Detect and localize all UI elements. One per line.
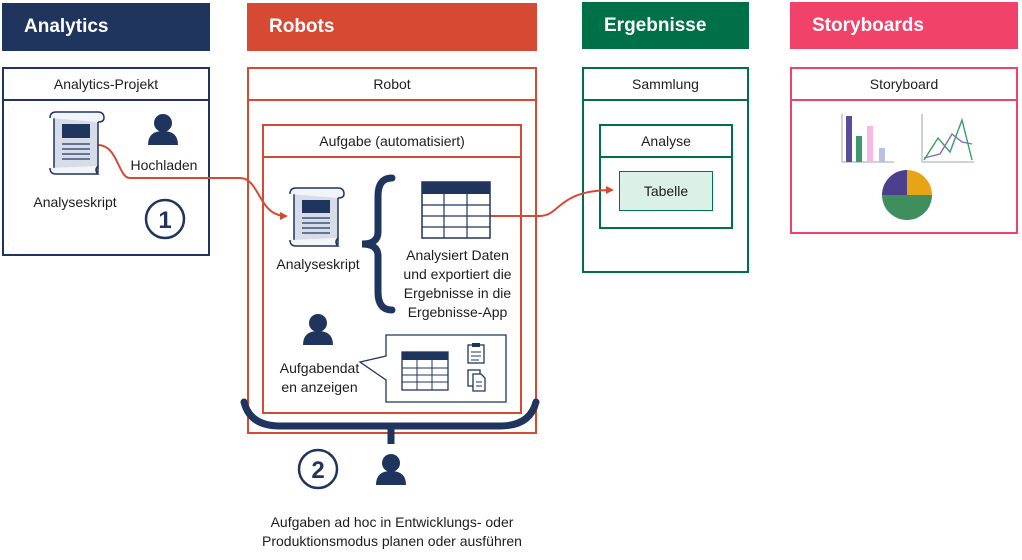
header-storyboards: Storyboards (790, 2, 1018, 49)
header-ergebnisse-label: Ergebnisse (604, 14, 707, 36)
copy-icon[interactable] (467, 369, 486, 392)
export-connector (490, 186, 614, 217)
task-title: Aufgabe (automatisiert) (264, 126, 520, 158)
clipboard-icon[interactable] (467, 343, 485, 364)
script-scroll-icon (49, 111, 105, 175)
header-robots-label: Robots (269, 16, 335, 37)
analysis-text-line-3: Ergebnisse in die (403, 285, 512, 301)
analysis-title: Analyse (601, 126, 731, 158)
schedule-text-line-2: Produktionsmodus planen oder ausführen (262, 533, 522, 549)
header-storyboards-label: Storyboards (812, 14, 924, 36)
analytics-project-title: Analytics-Projekt (4, 69, 208, 101)
step-2-number: 2 (311, 457, 324, 484)
header-robots: Robots (247, 3, 537, 51)
robot-bracket (240, 398, 540, 430)
storyboard-title: Storyboard (792, 69, 1016, 101)
analysis-text-line-1: Analysiert Daten (406, 247, 509, 263)
analytics-script-label: Analyseskript (33, 194, 117, 210)
line-chart-icon (921, 114, 974, 163)
upload-label: Hochladen (130, 157, 198, 173)
schedule-text: Aufgaben ad hoc in Entwicklungs- oder Pr… (232, 513, 552, 551)
header-analytics-label: Analytics (24, 16, 109, 37)
view-task-label-line-2: en anzeigen (281, 379, 358, 395)
person-icon (148, 114, 178, 145)
robot-script-label: Analyseskript (276, 256, 360, 272)
table-icon[interactable] (401, 351, 449, 391)
step-1-number: 1 (158, 207, 171, 234)
collection-title: Sammlung (584, 69, 747, 101)
step-2-badge: 2 (297, 448, 339, 490)
table-result-label: Tabelle (643, 183, 689, 199)
analysis-text-line-2: und exportiert die (403, 266, 512, 282)
bar-chart-icon (841, 114, 894, 163)
table-icon (421, 181, 491, 239)
robot-title: Robot (249, 69, 535, 101)
schedule-text-line-1: Aufgaben ad hoc in Entwicklungs- oder (270, 514, 514, 530)
analysis-text-line-4: Ergebnisse-App (407, 304, 508, 320)
person-icon (376, 454, 406, 485)
script-scroll-icon (289, 187, 345, 247)
person-icon (303, 314, 333, 345)
header-ergebnisse: Ergebnisse (582, 2, 749, 49)
view-task-label-line-1: Aufgabendat (279, 360, 360, 376)
header-analytics: Analytics (2, 3, 210, 51)
analysis-text: Analysiert Daten und exportiert die Erge… (390, 246, 525, 322)
pie-chart-icon (882, 170, 932, 220)
task-brace (361, 174, 396, 314)
view-task-label: Aufgabendat en anzeigen (272, 359, 367, 397)
upload-connector (97, 144, 288, 220)
table-result-box[interactable]: Tabelle (619, 171, 713, 211)
step-1-badge: 1 (144, 198, 186, 240)
